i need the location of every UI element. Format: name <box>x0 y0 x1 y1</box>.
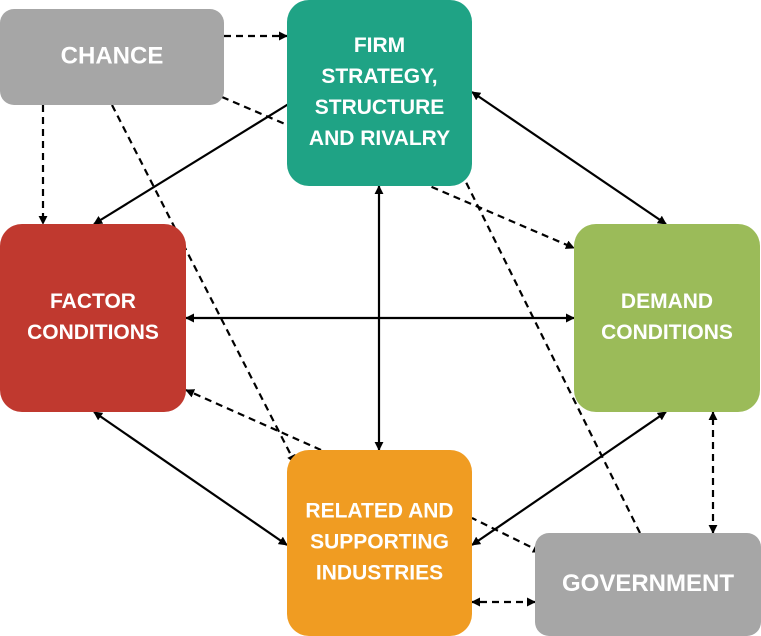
arrow-chance-demand <box>221 95 575 250</box>
related-node: RELATED AND SUPPORTING INDUSTRIES <box>287 450 472 636</box>
related-label-line: INDUSTRIES <box>316 562 443 585</box>
edges-layer <box>38 31 718 607</box>
demand-label-line: CONDITIONS <box>601 321 733 344</box>
arrow-firm-factor <box>93 91 309 225</box>
chance-node: CHANCE <box>0 9 224 105</box>
arrow-government-factor <box>185 388 322 452</box>
arrow-government-firm <box>456 163 641 534</box>
government-node: GOVERNMENT <box>535 533 761 636</box>
factor-label-line: FACTOR <box>50 290 136 313</box>
demand-node: DEMAND CONDITIONS <box>574 224 760 412</box>
firm-node: FIRM STRATEGY, STRUCTURE AND RIVALRY <box>287 0 472 186</box>
arrow-demand-related <box>471 411 667 546</box>
related-label-line: SUPPORTING <box>310 531 449 554</box>
demand-box <box>574 224 760 412</box>
firm-label-line: STRUCTURE <box>315 96 445 119</box>
chance-box <box>0 9 224 105</box>
arrow-factor-related <box>93 411 288 546</box>
related-box <box>287 450 472 636</box>
government-label-line: GOVERNMENT <box>562 570 734 597</box>
firm-box <box>287 0 472 186</box>
chance-label-line: CHANCE <box>61 42 164 69</box>
demand-label-line: DEMAND <box>621 290 713 313</box>
factor-label-line: CONDITIONS <box>27 321 159 344</box>
firm-label-line: FIRM <box>354 34 405 57</box>
firm-label-line: AND RIVALRY <box>309 127 450 150</box>
arrow-related-government <box>471 517 542 553</box>
related-label-line: RELATED AND <box>305 500 453 523</box>
factor-box <box>0 224 186 412</box>
arrow-firm-demand <box>471 91 667 225</box>
government-box <box>535 533 761 636</box>
factor-node: FACTOR CONDITIONS <box>0 224 186 412</box>
firm-label-line: STRATEGY, <box>321 65 437 88</box>
